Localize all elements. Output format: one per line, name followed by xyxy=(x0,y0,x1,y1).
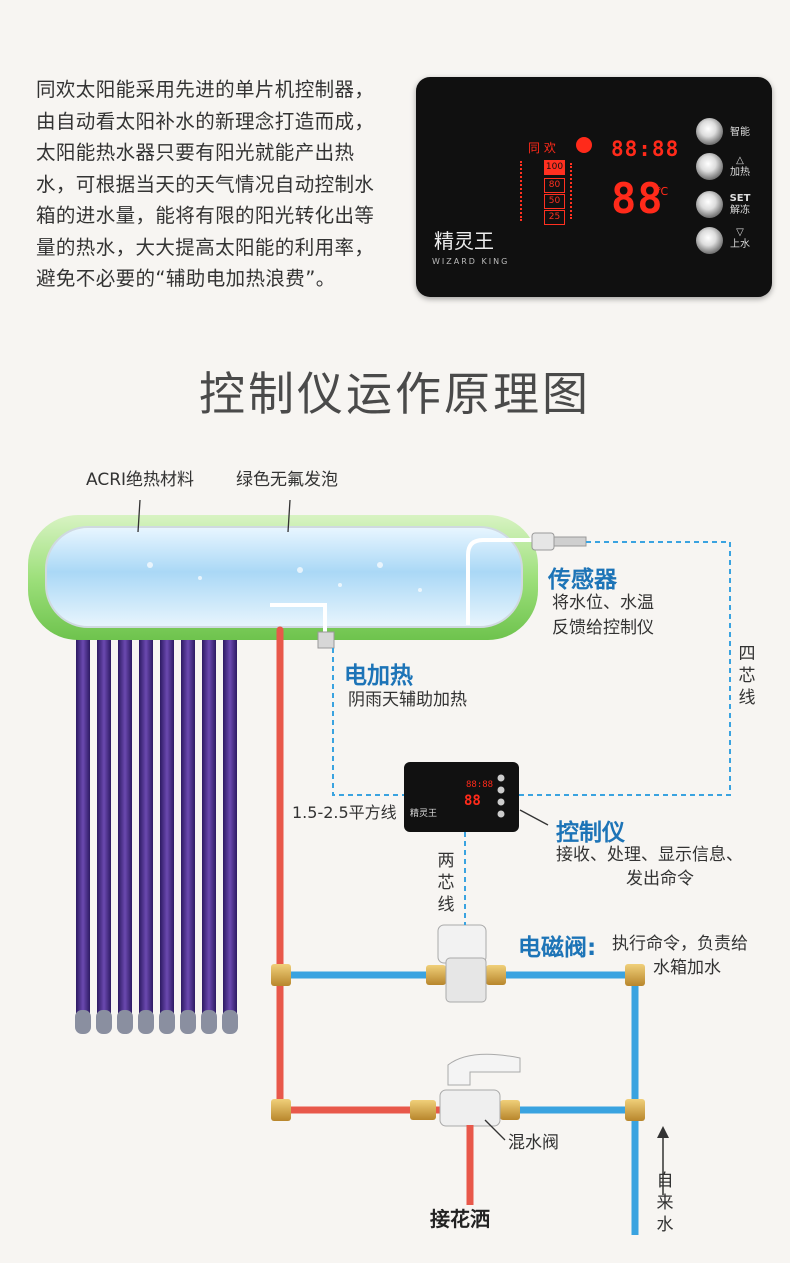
heat-button-label: 加热 xyxy=(730,167,750,178)
diagram-heading: 控制仪运作原理图 xyxy=(199,367,591,421)
controller-title: 控制仪 xyxy=(556,820,625,846)
water-tank xyxy=(28,499,587,649)
level-box-25: 25 xyxy=(544,210,565,225)
heater-desc: 阴雨天辅助加热 xyxy=(348,690,467,710)
status-indicator-icons xyxy=(570,163,588,219)
level-box-80: 80 xyxy=(544,178,565,193)
wire-gauge-label: 1.5-2.5平方线 xyxy=(292,803,397,822)
level-indicator-icons xyxy=(520,161,536,221)
tap-water-label: 自来水 xyxy=(656,1171,674,1235)
set-button[interactable] xyxy=(696,191,723,218)
valve-desc-1: 执行命令，负责给 xyxy=(612,934,748,954)
working-principle-diagram: 精灵王 88:88 88 xyxy=(28,499,731,1235)
svg-text:88:88: 88:88 xyxy=(466,780,493,790)
panel-temp-display: 88 xyxy=(611,174,664,223)
controller-unit-logo: 精灵王 xyxy=(410,807,437,819)
fill-water-button[interactable] xyxy=(696,227,723,254)
heat-button-symbol: △ xyxy=(736,155,744,166)
pipe-fittings xyxy=(271,964,645,1121)
smart-button[interactable] xyxy=(696,118,723,145)
fill-button-label: 上水 xyxy=(730,239,750,250)
sun-icon xyxy=(576,137,592,153)
heat-button[interactable] xyxy=(696,153,723,180)
set-button-symbol: SET xyxy=(729,193,751,204)
solenoid-valve xyxy=(437,924,487,1003)
temp-unit: ℃ xyxy=(656,185,669,198)
insulation-label: ACRI绝热材料 xyxy=(86,470,195,490)
valve-desc-2: 水箱加水 xyxy=(653,958,721,978)
level-box-50: 50 xyxy=(544,194,565,209)
inflow-arrow-icon xyxy=(657,1126,669,1195)
controller-desc-2: 发出命令 xyxy=(626,869,694,889)
fill-button-symbol: ▽ xyxy=(736,227,744,238)
vacuum-tube-array xyxy=(75,628,238,1034)
sensor-desc-2: 反馈给控制仪 xyxy=(552,618,654,638)
four-core-wire-label: 四芯线 xyxy=(738,644,756,708)
smart-button-label: 智能 xyxy=(730,127,750,138)
sensor-desc-1: 将水位、水温 xyxy=(552,593,654,613)
shower-label: 接花洒 xyxy=(430,1207,490,1231)
panel-time-display: 88:88 xyxy=(611,137,680,161)
panel-brand-logo: 精灵王 xyxy=(434,229,494,253)
signal-wires xyxy=(332,541,731,925)
valve-title: 电磁阀: xyxy=(518,935,597,961)
panel-brand-en: WIZARD KING xyxy=(432,257,510,266)
sensor-title: 传感器 xyxy=(548,567,617,593)
mixing-valve xyxy=(439,1053,521,1205)
foam-label: 绿色无氟发泡 xyxy=(236,470,338,490)
set-button-label: 解冻 xyxy=(730,205,750,216)
panel-top-label: 同 欢 xyxy=(528,141,556,155)
controller-desc-1: 接收、处理、显示信息、 xyxy=(556,845,743,865)
level-box-100: 100 xyxy=(544,160,565,175)
svg-text:88: 88 xyxy=(464,793,481,809)
controller-unit: 精灵王 88:88 88 xyxy=(404,762,549,832)
controller-panel-image: 精灵王 WIZARD KING 同 欢 88:88 100 80 50 25 8… xyxy=(416,77,772,297)
mixing-valve-label: 混水阀 xyxy=(508,1133,559,1153)
intro-paragraph: 同欢太阳能采用先进的单片机控制器，由自动看太阳补水的新理念打造而成，太阳能热水器… xyxy=(36,78,375,290)
two-core-wire-label: 两芯线 xyxy=(437,851,455,915)
heater-title: 电加热 xyxy=(344,663,413,689)
